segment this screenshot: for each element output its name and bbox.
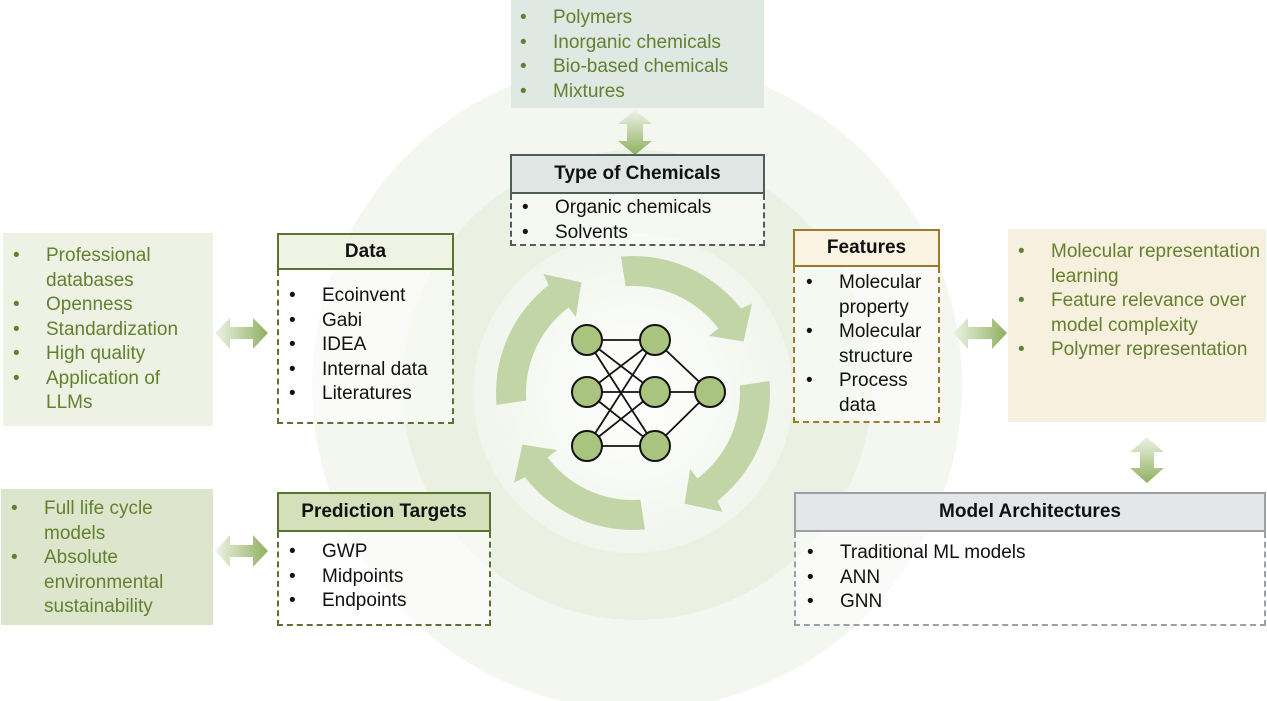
list-item: Molecular property (806, 271, 934, 320)
list-item: High quality (13, 342, 186, 367)
list-item: Molecular representation learning (1018, 240, 1261, 289)
cycle-arrows (496, 256, 770, 530)
chemicals-header: Type of Chemicals (510, 154, 765, 194)
nn-node (571, 324, 603, 356)
features-header: Features (793, 229, 940, 267)
list-item: Ecoinvent (289, 284, 452, 309)
targets-body: GWPMidpointsEndpoints (277, 532, 491, 626)
targets-header: Prediction Targets (277, 492, 491, 532)
double-arrow-features (953, 318, 1007, 349)
data-title: Data (344, 240, 387, 262)
double-arrow-data (215, 318, 268, 349)
list-item: Absolute environmental sustainability (11, 546, 184, 620)
chemicals-body: Organic chemicalsSolvents (510, 194, 765, 246)
targets-extension-box: Full life cycle modelsAbsolute environme… (1, 489, 213, 625)
list-item: Inorganic chemicals (520, 31, 764, 56)
list-item: ANN (807, 566, 1264, 591)
list-item: GWP (289, 540, 489, 565)
list-item: Application of LLMs (13, 367, 186, 416)
chemicals-title: Type of Chemicals (554, 163, 721, 184)
nn-edge (586, 339, 656, 447)
features-extension-box: Molecular representation learningFeature… (1008, 229, 1266, 422)
list-item: Feature relevance over model complexity (1018, 289, 1261, 338)
models-header: Model Architectures (794, 492, 1266, 532)
list-item: IDEA (289, 333, 452, 358)
list-item: Midpoints (289, 565, 489, 590)
list-item: Mixtures (520, 80, 764, 105)
double-arrow-targets (215, 535, 268, 567)
nn-node (639, 376, 671, 408)
list-item: Gabi (289, 309, 452, 334)
list-item: Bio-based chemicals (520, 55, 764, 80)
list-item: Internal data (289, 358, 452, 383)
list-item: Endpoints (289, 589, 489, 614)
targets-title: Prediction Targets (301, 501, 467, 522)
models-body: Traditional ML modelsANNGNN (794, 532, 1266, 626)
data-extension-box: Professional databasesOpennessStandardiz… (3, 233, 213, 426)
cycle-arrow (684, 381, 770, 512)
double-arrow-models (1130, 437, 1164, 483)
list-item: Molecular structure (806, 320, 934, 369)
features-title: Features (826, 237, 907, 258)
nn-node (571, 430, 603, 462)
list-item: Polymer representation (1018, 338, 1261, 363)
nn-node (694, 376, 726, 408)
cycle-arrow (496, 274, 582, 405)
chemicals-extension-box: PolymersInorganic chemicalsBio-based che… (511, 0, 764, 108)
neural-network-icon (571, 324, 726, 462)
list-item: Full life cycle models (11, 497, 184, 546)
list-item: Standardization (13, 318, 186, 343)
models-title: Model Architectures (939, 501, 1121, 522)
cycle-arrow (514, 444, 645, 530)
nn-node (639, 430, 671, 462)
list-item: Process data (806, 369, 934, 418)
data-body: EcoinventGabiIDEAInternal dataLiterature… (277, 270, 454, 424)
list-item: Organic chemicals (522, 196, 763, 221)
list-item: Polymers (520, 6, 764, 31)
list-item: GNN (807, 590, 1264, 615)
list-item: Openness (13, 293, 186, 318)
list-item: Professional databases (13, 244, 186, 293)
list-item: Traditional ML models (807, 541, 1264, 566)
cycle-arrow (621, 256, 752, 342)
nn-node (639, 324, 671, 356)
nn-node (571, 376, 603, 408)
features-body: Molecular propertyMolecular structurePro… (793, 267, 940, 423)
double-arrow-vertical-top (618, 110, 652, 155)
list-item: Solvents (522, 221, 763, 246)
data-header: Data (277, 233, 454, 270)
list-item: Literatures (289, 382, 452, 407)
